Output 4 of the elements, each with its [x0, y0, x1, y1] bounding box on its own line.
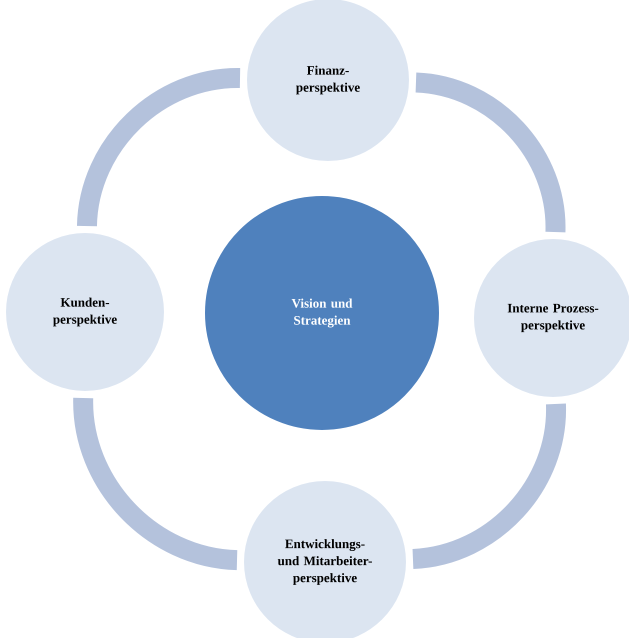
ring-arc — [77, 68, 241, 227]
ring-arc — [412, 404, 566, 569]
ring-arc — [414, 72, 566, 232]
ring-arc — [73, 398, 238, 570]
